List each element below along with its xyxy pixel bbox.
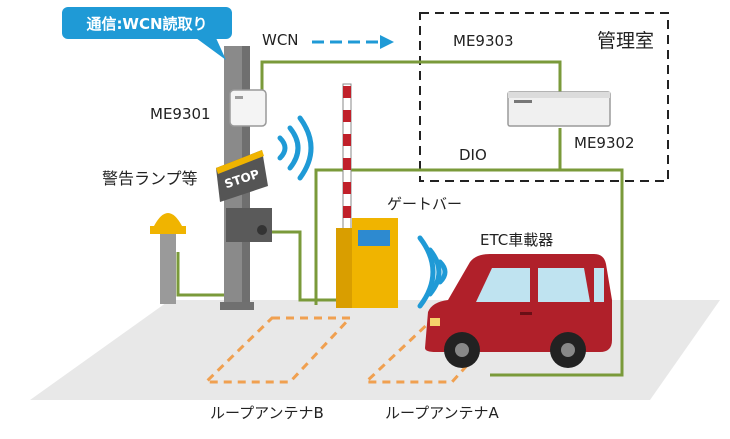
etc-wave-2 (427, 247, 442, 297)
car-wheel-front-hub (455, 343, 469, 357)
gate-stripe-3 (343, 134, 351, 146)
car-headlight (430, 318, 440, 326)
car-window-rear (538, 268, 590, 302)
label-me9303: ME9303 (453, 32, 514, 50)
etc-wave-3 (417, 235, 436, 309)
camera-box (226, 208, 272, 242)
gate-cabinet-side (336, 228, 352, 308)
wire-me9302-dio (314, 128, 562, 305)
warning-lamp-post (160, 234, 176, 304)
control-room-box (419, 12, 669, 182)
wiring (176, 60, 624, 377)
gate-cabinet-screen (358, 230, 390, 246)
gate-stripe-4 (343, 158, 351, 170)
warning-lamp-base (150, 226, 186, 234)
etc-wireless-waves (417, 235, 448, 309)
car (425, 254, 612, 368)
label-warning-lamp: 警告ランプ等 (102, 169, 198, 188)
pole-wave-3 (297, 115, 314, 181)
label-dio: DIO (459, 146, 487, 164)
label-etc-unit: ETC車載器 (480, 231, 554, 249)
callout-pointer (196, 38, 226, 60)
car-window-back (594, 268, 604, 302)
car-door-handle (520, 312, 532, 315)
me9302-device-label (514, 100, 532, 103)
pole-wave-2 (287, 125, 301, 171)
gate-stripe-5 (343, 182, 351, 194)
wire-me9302-loop-a (490, 168, 624, 377)
warning-lamp-dome (154, 213, 182, 226)
label-loop-antenna-a: ループアンテナA (385, 404, 499, 422)
gate-bar-stripes (343, 86, 351, 218)
me9301-device-led (235, 96, 243, 99)
wire-lamp (176, 252, 226, 297)
callout-wcn-read: 通信:WCN読取り (62, 7, 232, 39)
label-me9302: ME9302 (574, 134, 635, 152)
ground-plane (30, 300, 720, 400)
loop-antenna-b (202, 316, 354, 384)
pole-wave-1 (277, 135, 288, 161)
stop-sign-top (216, 150, 264, 174)
pole-wireless-waves (277, 115, 314, 181)
label-me9301: ME9301 (150, 105, 211, 123)
pole-base (220, 302, 254, 310)
gate-stripe-6 (343, 206, 351, 218)
camera-lens (257, 225, 267, 235)
wire-pole-gate (246, 230, 360, 302)
gate-stripe-1 (343, 86, 351, 98)
car-window-front (476, 268, 530, 302)
wcn-arrow-head (380, 35, 394, 49)
car-wheel-rear-hub (561, 343, 575, 357)
me9302-device-front (508, 92, 610, 98)
me9301-device (229, 89, 267, 127)
label-wcn: WCN (262, 31, 299, 49)
label-control-room: 管理室 (597, 30, 655, 52)
wire-me9301-to-me9303 (254, 60, 562, 97)
etc-wave-1 (437, 259, 448, 285)
gate-stripe-2 (343, 110, 351, 122)
label-loop-antenna-b: ループアンテナB (210, 404, 324, 422)
label-gate-bar: ゲートバー (387, 195, 463, 213)
